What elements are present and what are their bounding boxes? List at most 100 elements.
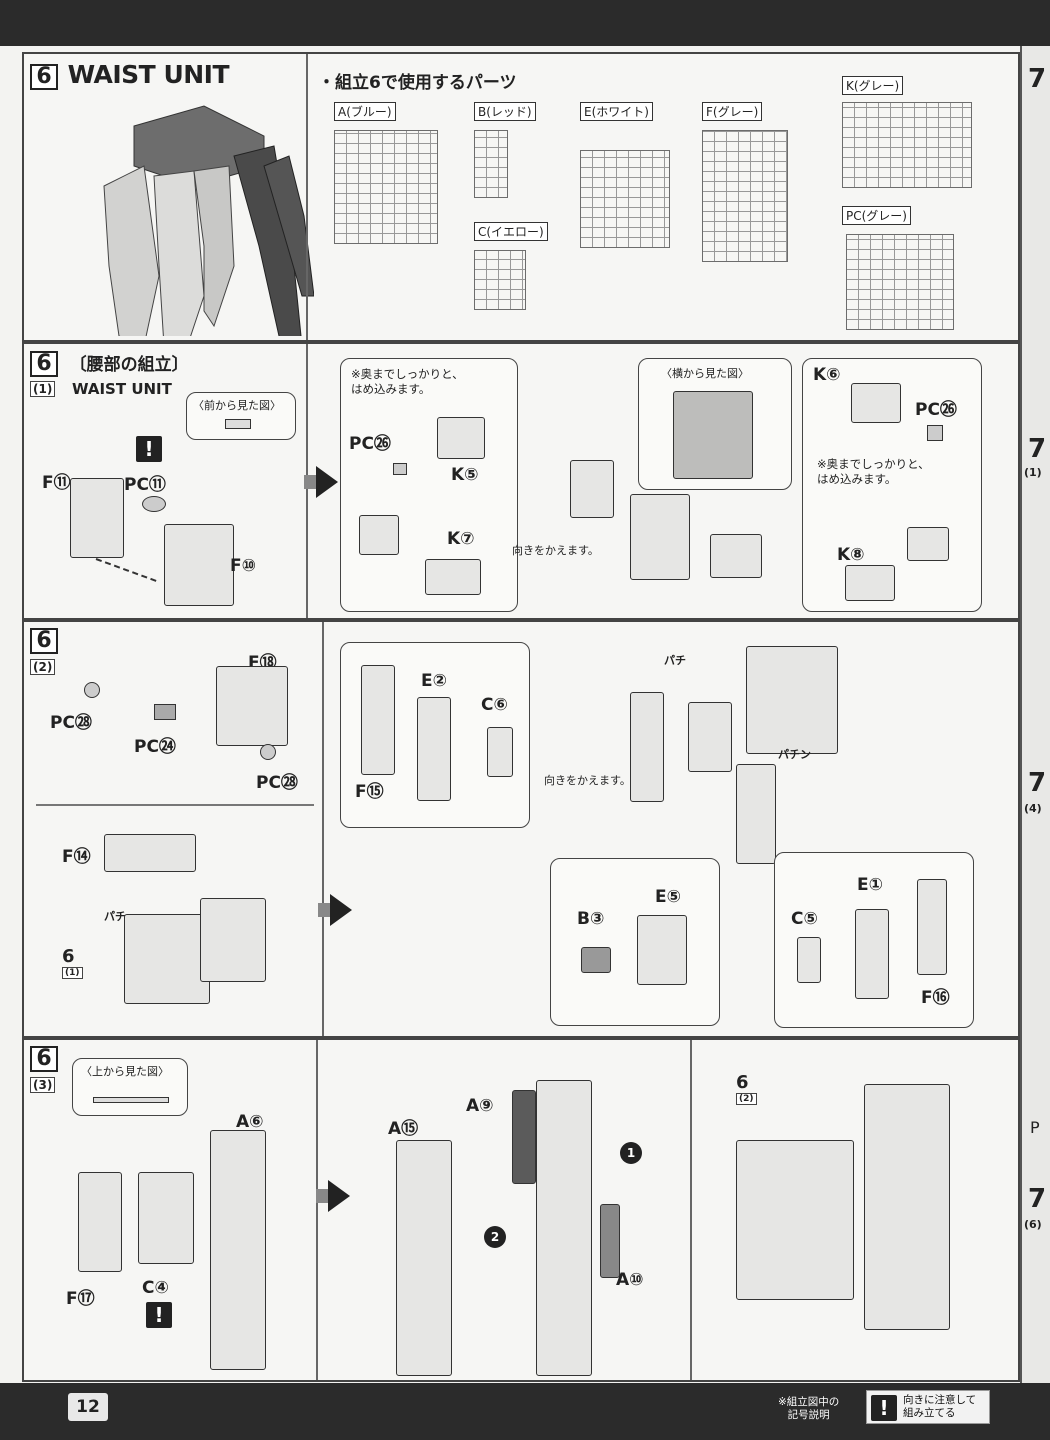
page-number: 12 <box>68 1393 108 1421</box>
side-view-part <box>673 391 753 479</box>
step-6-3-sub: (3) <box>30 1074 56 1093</box>
part-c4 <box>138 1172 194 1264</box>
part-waist-assembly <box>736 1140 854 1300</box>
part-k5 <box>437 417 485 459</box>
insert-note-1: ※奥までしっかりと、 はめ込みます。 <box>351 367 464 396</box>
step-6-2-panel: 6 (2) PC㉘ PC㉔ F⑱ PC㉘ F⑭ パチ 6 (1) F⑮ E② C… <box>22 620 1020 1038</box>
part-skirt-long <box>536 1080 592 1376</box>
snap-text-1: パチ <box>104 910 126 923</box>
order-marker-2: 2 <box>484 1226 506 1248</box>
divider <box>690 1040 692 1380</box>
part-pc26 <box>393 463 407 475</box>
ref-step-sub-2: (2) <box>736 1093 757 1105</box>
runner-label-e: E(ホワイト) <box>580 102 653 121</box>
label-pc28-a: PC㉘ <box>50 713 92 733</box>
runner-f <box>702 130 788 262</box>
part-k8 <box>845 565 895 601</box>
part-pc11 <box>142 496 166 512</box>
label-f11: F⑪ <box>42 473 71 493</box>
part-e5 <box>637 915 687 985</box>
step-6-2-sub-label: (2) <box>30 659 56 675</box>
runner-k <box>842 102 972 188</box>
label-k6: K⑥ <box>813 365 841 385</box>
runner-label-k: K(グレー) <box>842 76 904 95</box>
insert-note-2: ※奥までしっかりと、 はめ込みます。 <box>817 457 930 486</box>
part-b3 <box>581 947 611 973</box>
label-a15: A⑮ <box>388 1119 419 1139</box>
step-6-2-number: 6 <box>30 628 58 654</box>
part-k7-base <box>359 515 399 555</box>
flow-arrow <box>316 1180 350 1212</box>
turn-note-2: 向きをかえます。 <box>544 774 631 787</box>
label-c4: C④ <box>142 1278 169 1298</box>
caution-icon: ! <box>136 436 162 462</box>
next-sub-4: (4) <box>1024 802 1042 815</box>
top-view-part <box>93 1097 169 1103</box>
part-f15 <box>361 665 395 775</box>
runner-pc <box>846 234 954 330</box>
front-view-part <box>225 419 251 429</box>
part-pc28-a <box>84 682 100 698</box>
part-pc28-b <box>260 744 276 760</box>
header-step: 6 WAIST UNIT <box>30 60 230 90</box>
label-a10: A⑩ <box>616 1270 644 1290</box>
next-step-digit: 7 <box>1028 64 1047 94</box>
label-f17: F⑰ <box>66 1289 95 1309</box>
front-view-label: 〈前から見た図〉 <box>193 399 281 412</box>
part-f18-attached <box>200 898 266 982</box>
part-a6 <box>210 1130 266 1370</box>
label-pc26-b: PC㉖ <box>915 400 957 420</box>
label-f14: F⑭ <box>62 847 91 867</box>
next-letter: P <box>1030 1118 1040 1137</box>
runner-label-f: F(グレー) <box>702 102 763 121</box>
ref-step-sub: (1) <box>62 967 83 979</box>
guide-dash <box>95 558 157 582</box>
part-f18 <box>216 666 288 746</box>
top-view-label: 〈上から見た図〉 <box>81 1065 169 1078</box>
part-f16 <box>917 879 947 975</box>
label-k8: K⑧ <box>837 545 865 565</box>
divider <box>322 622 324 1036</box>
part-k-assembly <box>570 460 614 518</box>
label-pc28-b: PC㉘ <box>256 773 298 793</box>
label-a9: A⑨ <box>466 1096 494 1116</box>
part-a15 <box>396 1140 452 1376</box>
runner-e <box>580 150 670 248</box>
legend-desc: 向きに注意して 組み立てる <box>903 1394 977 1419</box>
label-e2: E② <box>421 671 448 691</box>
step-6-3-panel: 6 (3) 〈上から見た図〉 A⑥ F⑰ C④ ! A⑮ A⑨ 1 2 A⑩ 6… <box>22 1038 1020 1382</box>
runner-label-a: A(ブルー) <box>334 102 396 121</box>
k5-bubble: ※奥までしっかりと、 はめ込みます。 PC㉖ K⑤ K⑦ <box>340 358 518 612</box>
label-k5: K⑤ <box>451 465 479 485</box>
part-a10 <box>600 1204 620 1278</box>
label-a6: A⑥ <box>236 1112 264 1132</box>
front-view-bubble: 〈前から見た図〉 <box>186 392 296 440</box>
label-pc11: PC⑪ <box>124 475 166 495</box>
part-f17 <box>78 1172 122 1272</box>
snap-text-2: パチン <box>778 748 811 761</box>
caution-icon: ! <box>146 1302 172 1328</box>
part-pc24 <box>154 704 176 720</box>
runner-label-b: B(レッド) <box>474 102 536 121</box>
runner-b <box>474 130 508 198</box>
k6-bubble: K⑥ PC㉖ ※奥までしっかりと、 はめ込みます。 K⑧ <box>802 358 982 612</box>
part-e2 <box>417 697 451 801</box>
step-6-1-title-en: WAIST UNIT <box>72 380 172 398</box>
part-e1 <box>855 909 889 999</box>
label-e1: E① <box>857 875 884 895</box>
waist-preview-image <box>103 105 314 336</box>
section-title: WAIST UNIT <box>67 60 230 89</box>
step-6-1-sub: (1) <box>30 378 56 397</box>
e1-bubble: E① C⑤ F⑯ <box>774 852 974 1028</box>
next-step-digit-3: 7 <box>1028 768 1047 798</box>
f15-bubble: F⑮ E② C⑥ <box>340 642 530 828</box>
label-k7: K⑦ <box>447 529 475 549</box>
step-6-1-sub-label: (1) <box>30 381 56 397</box>
step-6-1-panel: 6 〔腰部の組立〕 (1) WAIST UNIT 〈前から見た図〉 ! F⑪ P… <box>22 342 1020 620</box>
part-pc26-b <box>927 425 943 441</box>
step-6-2-sub: (2) <box>30 656 56 675</box>
step-6-1-header: 6 〔腰部の組立〕 <box>30 350 189 377</box>
part-waist-core <box>124 914 210 1004</box>
next-page-strip: 7 7 (1) 7 (4) P 7 (6) <box>1020 46 1050 1383</box>
top-bar <box>0 0 1050 46</box>
